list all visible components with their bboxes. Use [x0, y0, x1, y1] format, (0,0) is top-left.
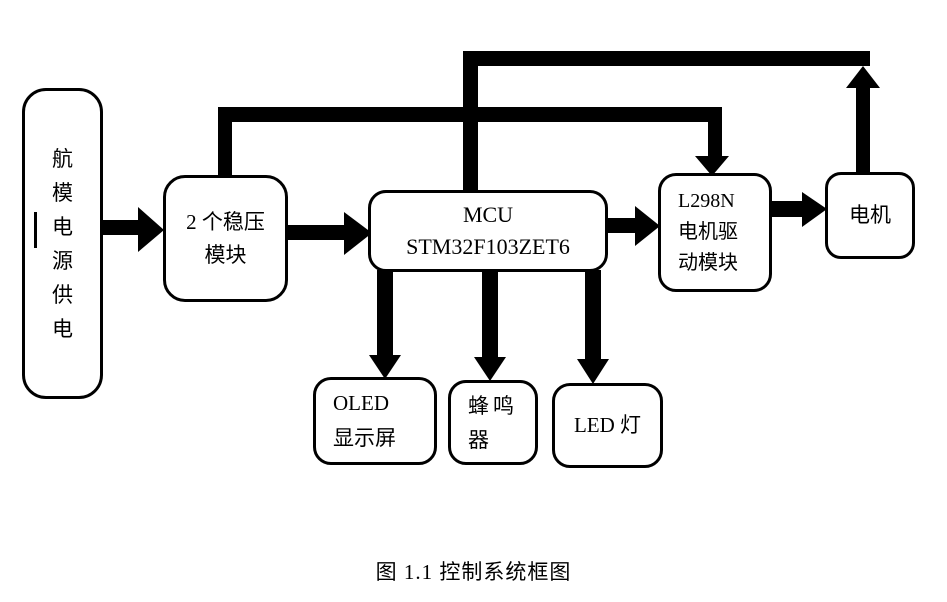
- node-label: 电机: [849, 203, 891, 227]
- node-label: 模: [52, 180, 73, 205]
- motor-feedback-line-top: [463, 51, 870, 66]
- node-motor: 电机: [825, 172, 915, 259]
- node-motor-driver: L298N 电机驱 动模块: [658, 173, 772, 292]
- node-buzzer: 蜂鸣 器: [448, 380, 538, 465]
- arrow-regulator-to-mcu: [286, 212, 372, 255]
- arrow-mcu-to-led: [577, 270, 609, 384]
- node-label: 2 个稳压: [186, 209, 265, 234]
- node-label: STM32F103ZET6: [406, 234, 570, 259]
- node-label: 供: [52, 282, 73, 307]
- node-oled-display: OLED 显示屏: [313, 377, 437, 465]
- node-label: LED 灯: [573, 413, 642, 437]
- node-label: 航: [52, 146, 73, 171]
- arrow-driver-to-motor: [770, 192, 827, 227]
- node-label: 器: [468, 427, 493, 452]
- node-led-light: LED 灯: [552, 383, 663, 468]
- vertical-dash-mark: [34, 212, 37, 248]
- node-label: 源: [52, 248, 73, 273]
- node-label: MCU: [462, 202, 514, 227]
- node-label: 模块: [204, 242, 247, 267]
- node-label: 动模块: [678, 252, 738, 274]
- node-label: OLED: [333, 391, 389, 415]
- node-label: 电: [52, 214, 73, 239]
- arrow-power-to-regulator: [100, 207, 164, 252]
- node-label: L298N: [678, 190, 735, 212]
- arrow-motor-feedback-up: [846, 66, 880, 174]
- arrow-mcu-to-oled: [369, 270, 401, 379]
- node-label: 显示屏: [333, 426, 396, 450]
- node-voltage-regulators: 2 个稳压 模块: [163, 175, 288, 302]
- figure-caption: 图 1.1 控制系统框图: [375, 560, 572, 584]
- power-rail-line: [218, 107, 722, 122]
- arrow-mcu-to-buzzer: [474, 270, 506, 381]
- arrow-powerrail-to-driver: [695, 114, 729, 176]
- node-label: 电机驱: [678, 221, 738, 243]
- arrow-mcu-to-driver: [605, 206, 660, 246]
- node-label: 电: [52, 316, 73, 341]
- node-mcu: MCU STM32F103ZET6: [368, 190, 608, 272]
- node-label: 蜂鸣: [468, 393, 518, 418]
- regulator-top-connector-line: [218, 107, 232, 177]
